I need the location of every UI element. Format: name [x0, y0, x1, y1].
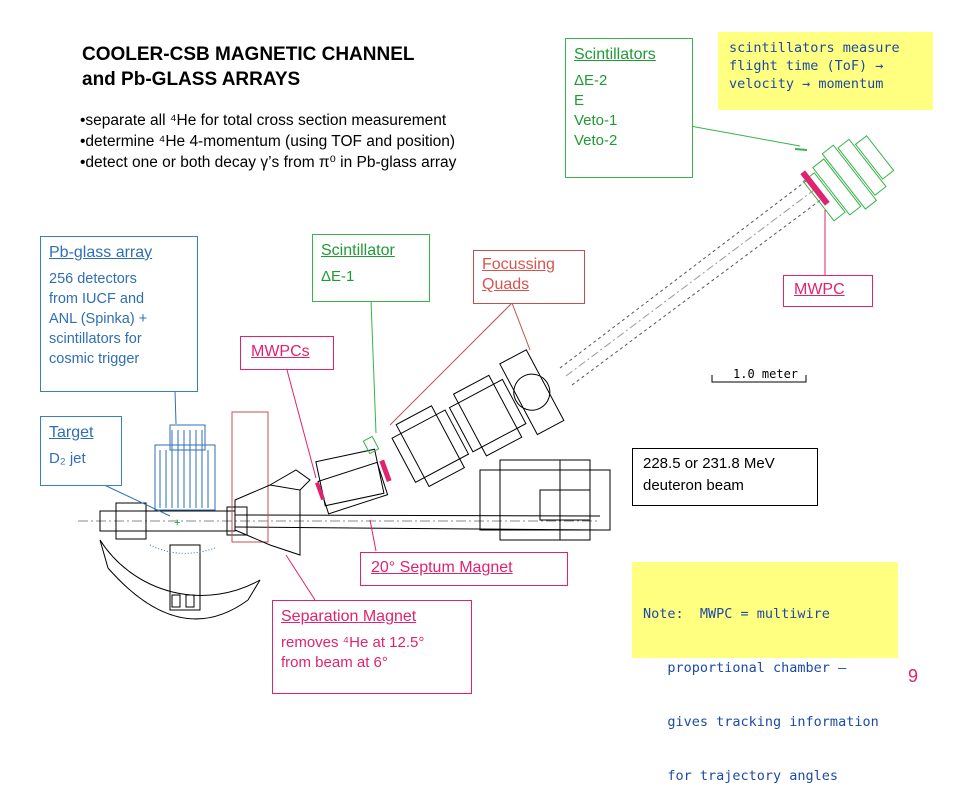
target-head: Target	[49, 424, 94, 441]
focussing-line-1: Focussing	[482, 256, 555, 273]
separation-line-1: removes ⁴He at 12.5°	[281, 634, 425, 651]
focussing-quads-drawing	[391, 349, 565, 488]
pbglass-line-3: ANL (Spinka) +	[49, 311, 148, 327]
septum-magnet-box: 20° Septum Magnet	[360, 552, 568, 586]
scint-line-3: Veto-1	[574, 112, 618, 129]
separation-magnet-drawing	[231, 411, 311, 556]
page-number: 9	[908, 666, 919, 686]
mwpcs-left-box: MWPCs	[240, 336, 334, 370]
target-box: Target D₂ jet	[40, 416, 122, 486]
septum-magnet-drawing	[315, 448, 389, 515]
beam-line-2: deuteron beam	[643, 477, 744, 494]
scintillator-box: Scintillator ΔE-1	[312, 234, 430, 302]
bullet-list: •separate all ⁴He for total cross sectio…	[80, 110, 456, 173]
mwpc-note-line-4: for trajectory angles	[643, 768, 839, 784]
beam-line-1: 228.5 or 231.8 MeV	[643, 455, 775, 472]
target-marker: +	[174, 517, 180, 529]
mwpc-note: Note: MWPC = multiwire proportional cham…	[632, 562, 898, 784]
separation-line-2: from beam at 6°	[281, 654, 388, 671]
flight-path	[559, 177, 827, 386]
tof-line-2: flight time (ToF) →	[729, 58, 884, 74]
scint-line-4: Veto-2	[574, 132, 618, 149]
pbglass-line-5: cosmic trigger	[49, 351, 140, 367]
scale-bar	[711, 375, 807, 383]
tof-line-3: velocity → momentum	[729, 76, 884, 92]
pbglass-array-upper	[154, 424, 216, 511]
scint-line-2: E	[574, 92, 585, 109]
pbglass-line-4: scintillators for	[49, 331, 142, 347]
mwpc-note-line-1: Note: MWPC = multiwire	[643, 606, 830, 622]
bullet-2: •determine ⁴He 4-momentum (using TOF and…	[80, 133, 456, 150]
page-title: COOLER-CSB MAGNETIC CHANNEL and Pb-GLASS…	[82, 42, 415, 92]
pbglass-head: Pb-glass array	[49, 244, 153, 261]
septum-label: 20° Septum Magnet	[371, 559, 513, 576]
title-line-1: COOLER-CSB MAGNETIC CHANNEL	[82, 44, 415, 65]
mwpcs-left-label: MWPCs	[251, 343, 310, 360]
mwpc-right-label: MWPC	[794, 281, 845, 298]
title-line-2: and Pb-GLASS ARRAYS	[82, 69, 301, 90]
pbglass-box: Pb-glass array 256 detectors from IUCF a…	[40, 236, 198, 392]
bullet-1: •separate all ⁴He for total cross sectio…	[80, 112, 447, 129]
scintillator-line-1: ΔE-1	[321, 268, 355, 285]
pbglass-line-2: from IUCF and	[49, 291, 145, 307]
scint-line-1: ΔE-2	[574, 72, 608, 89]
focussing-line-2: Quads	[482, 276, 530, 293]
target-line: D₂ jet	[49, 450, 86, 467]
pbglass-array-lower	[99, 539, 261, 620]
beam-box: 228.5 or 231.8 MeV deuteron beam	[632, 448, 818, 506]
scintillator-head: Scintillator	[321, 242, 395, 259]
scale-label: 1.0 meter	[733, 367, 798, 381]
beam-dump-drawing	[479, 459, 611, 541]
separation-magnet-box: Separation Magnet removes ⁴He at 12.5° f…	[272, 600, 472, 694]
focussing-quads-box: Focussing Quads	[473, 250, 585, 304]
pbglass-line-1: 256 detectors	[49, 271, 137, 287]
separation-head: Separation Magnet	[281, 608, 417, 625]
scintillators-head: Scintillators	[574, 46, 656, 63]
tof-line-1: scintillators measure	[729, 40, 900, 56]
tof-note: scintillators measure flight time (ToF) …	[718, 32, 933, 110]
mwpc-note-line-3: gives tracking information	[643, 714, 879, 730]
scintillators-box: Scintillators ΔE-2 E Veto-1 Veto-2	[565, 38, 693, 178]
detector-stack	[802, 135, 895, 222]
mwpc-right-box: MWPC	[783, 275, 873, 307]
mwpc-note-line-2: proportional chamber –	[643, 660, 847, 676]
beamline-drawing: +	[78, 125, 895, 620]
bullet-3: •detect one or both decay γ’s from π⁰ in…	[80, 154, 457, 171]
